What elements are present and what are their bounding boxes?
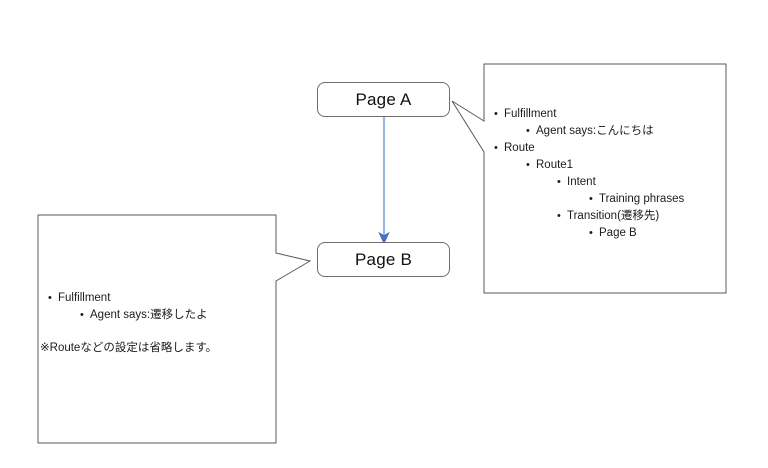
list-item: • Fulfillment [484, 106, 726, 123]
list-item: • Fulfillment [38, 290, 276, 307]
list-item-label: Intent [567, 176, 596, 188]
bullet-icon: • [494, 142, 498, 154]
list-item-label: Agent says:こんにちは [536, 125, 654, 137]
list-item-label: Agent says:遷移したよ [90, 309, 208, 321]
list-item-label: Route1 [536, 159, 574, 171]
list-item-label: Page B [599, 227, 637, 239]
list-item-label: Training phrases [599, 193, 685, 205]
bullet-icon: • [526, 159, 530, 171]
bullet-icon: • [557, 210, 561, 222]
list-item-label: Route [504, 142, 535, 154]
list-item-label: Fulfillment [504, 108, 557, 120]
list-item-label: Transition(遷移先) [567, 210, 660, 222]
bullet-icon: • [589, 227, 593, 239]
callout-page-b-note: ※Routeなどの設定は省略します。 [40, 342, 218, 354]
callout-page-a-list: • Fulfillment • Agent says:こんにちは • Route… [484, 106, 726, 242]
node-page-b[interactable]: Page B [317, 242, 450, 277]
node-page-a[interactable]: Page A [317, 82, 450, 117]
callout-page-a: • Fulfillment • Agent says:こんにちは • Route… [484, 64, 726, 293]
bullet-icon: • [48, 292, 52, 304]
list-item: • Training phrases [484, 191, 726, 208]
list-item: • Route1 [484, 157, 726, 174]
list-item: • Agent says:こんにちは [484, 123, 726, 140]
list-item-label: Fulfillment [58, 292, 111, 304]
list-item: • Transition(遷移先) [484, 208, 726, 225]
callout-page-a-body: • Fulfillment • Agent says:こんにちは • Route… [484, 64, 726, 293]
bullet-icon: • [557, 176, 561, 188]
node-page-a-label: Page A [355, 89, 412, 109]
list-item: • Agent says:遷移したよ [38, 307, 276, 324]
node-page-b-label: Page B [355, 249, 412, 269]
bullet-icon: • [494, 108, 498, 120]
bullet-icon: • [526, 125, 530, 137]
callout-page-b-list: • Fulfillment • Agent says:遷移したよ ※Routeな… [38, 290, 276, 357]
list-item: • Page B [484, 225, 726, 242]
callout-page-b: • Fulfillment • Agent says:遷移したよ ※Routeな… [38, 215, 276, 443]
list-item: • Intent [484, 174, 726, 191]
callout-page-b-body: • Fulfillment • Agent says:遷移したよ ※Routeな… [38, 215, 276, 443]
bullet-icon: • [80, 309, 84, 321]
bullet-icon: • [589, 193, 593, 205]
list-item: • Route [484, 140, 726, 157]
